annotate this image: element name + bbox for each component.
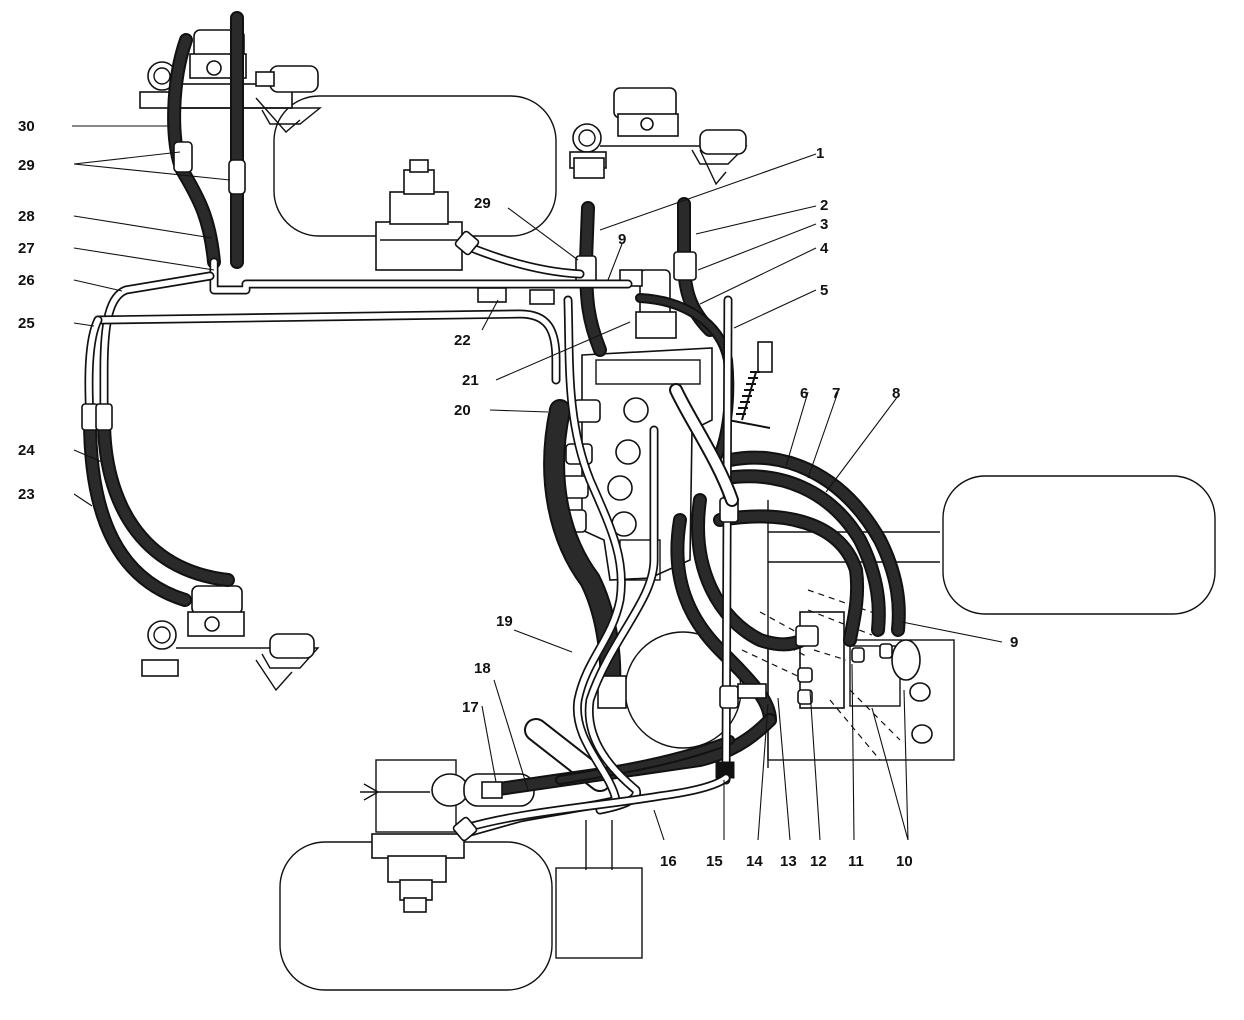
callout-11: 11 [848, 853, 864, 870]
leader-lines [72, 125, 1003, 841]
callout-9-top: 9 [618, 231, 626, 248]
callout-18: 18 [474, 660, 491, 677]
callout-12: 12 [810, 853, 827, 870]
hydraulic-tubes [81, 230, 893, 842]
callout-5: 5 [820, 282, 828, 299]
callout-13: 13 [780, 853, 797, 870]
callout-26: 26 [18, 272, 35, 289]
right-axle [737, 500, 955, 768]
callout-2: 2 [820, 197, 828, 214]
callout-15: 15 [706, 853, 723, 870]
callout-20: 20 [454, 402, 471, 419]
callout-3: 3 [820, 216, 828, 233]
callout-6: 6 [800, 385, 808, 402]
callout-17: 17 [462, 699, 479, 716]
hydraulic-hoses [83, 11, 906, 797]
callout-28: 28 [18, 208, 35, 225]
steering-cylinder-top [375, 159, 463, 271]
callout-29-left: 29 [18, 157, 35, 174]
callout-30: 30 [18, 118, 35, 135]
callout-19: 19 [496, 613, 513, 630]
callout-14: 14 [746, 853, 763, 870]
tire-right [942, 475, 1216, 615]
callout-23: 23 [18, 486, 35, 503]
callout-4: 4 [820, 240, 829, 257]
callout-16: 16 [660, 853, 677, 870]
callout-21: 21 [462, 372, 479, 389]
callout-25: 25 [18, 315, 35, 332]
callout-27: 27 [18, 240, 35, 257]
callout-1: 1 [816, 145, 824, 162]
callout-22: 22 [454, 332, 471, 349]
callout-24: 24 [18, 442, 35, 459]
steering-motor-bottom-left [141, 585, 320, 692]
steering-motor-top-center [569, 87, 748, 186]
callout-7: 7 [832, 385, 840, 402]
spring-tube [727, 341, 773, 429]
callout-labels: 30 29 28 27 26 25 24 23 29 9 22 21 20 1 … [18, 118, 1018, 870]
callout-10: 10 [896, 853, 913, 870]
callout-9-right: 9 [1010, 634, 1018, 651]
callout-8: 8 [892, 385, 900, 402]
callout-29-center: 29 [474, 195, 491, 212]
